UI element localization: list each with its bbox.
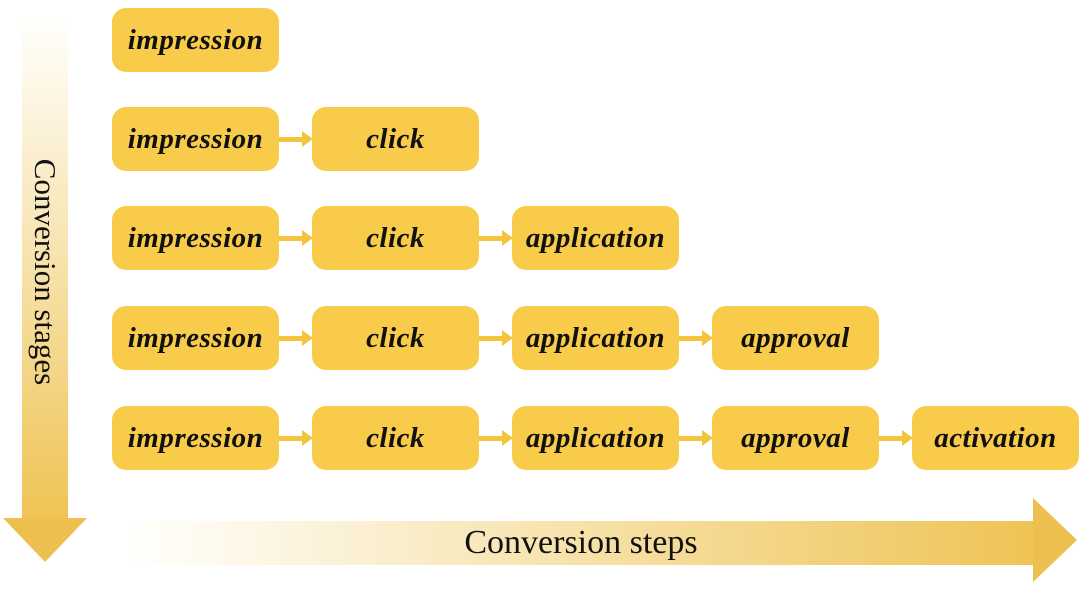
stage-box-label: application xyxy=(525,321,666,354)
stage-box-activation: activation xyxy=(912,406,1079,470)
stage-box-label: activation xyxy=(934,421,1057,454)
arrow-shaft xyxy=(679,335,703,341)
arrowhead-icon xyxy=(302,330,313,346)
arrow-shaft xyxy=(479,235,503,241)
stage-box-label: impression xyxy=(127,221,264,254)
stage-box-application: application xyxy=(512,206,679,270)
funnel-row-4: impression click application approval xyxy=(112,306,879,370)
stage-box-impression: impression xyxy=(112,107,279,171)
arrowhead-icon xyxy=(502,430,513,446)
arrow-right-icon xyxy=(479,206,513,270)
stage-box-impression: impression xyxy=(112,406,279,470)
arrow-shaft xyxy=(279,136,303,142)
arrow-right-icon xyxy=(279,206,313,270)
funnel-row-5: impression click application approval ac xyxy=(112,406,1079,470)
stage-box-approval: approval xyxy=(712,406,879,470)
arrow-shaft xyxy=(479,335,503,341)
funnel-row-2: impression click xyxy=(112,107,479,171)
stage-box-label: click xyxy=(366,221,425,254)
arrowhead-icon xyxy=(302,230,313,246)
arrow-shaft xyxy=(479,435,503,441)
stage-box-click: click xyxy=(312,406,479,470)
arrow-shaft xyxy=(279,235,303,241)
conversion-steps-axis-arrowhead-icon xyxy=(1033,498,1077,582)
arrowhead-icon xyxy=(302,430,313,446)
arrow-right-icon xyxy=(279,306,313,370)
stage-box-impression: impression xyxy=(112,8,279,72)
stage-box-label: click xyxy=(366,321,425,354)
stage-box-approval: approval xyxy=(712,306,879,370)
arrow-shaft xyxy=(879,435,903,441)
stage-box-label: click xyxy=(366,122,425,155)
funnel-row-3: impression click application xyxy=(112,206,679,270)
stage-box-impression: impression xyxy=(112,306,279,370)
conversion-steps-axis-label: Conversion steps xyxy=(464,524,698,561)
arrow-right-icon xyxy=(279,406,313,470)
arrow-right-icon xyxy=(479,406,513,470)
conversion-stages-axis-arrowhead-icon xyxy=(3,518,87,562)
arrow-right-icon xyxy=(279,107,313,171)
stage-box-label: impression xyxy=(127,122,264,155)
stage-box-click: click xyxy=(312,107,479,171)
funnel-row-1: impression xyxy=(112,8,279,72)
stage-box-label: approval xyxy=(741,321,850,354)
arrow-right-icon xyxy=(479,306,513,370)
stage-box-label: application xyxy=(525,421,666,454)
stage-box-impression: impression xyxy=(112,206,279,270)
arrow-right-icon xyxy=(679,306,713,370)
arrow-shaft xyxy=(279,435,303,441)
arrowhead-icon xyxy=(702,330,713,346)
arrowhead-icon xyxy=(902,430,913,446)
arrowhead-icon xyxy=(502,230,513,246)
arrow-right-icon xyxy=(879,406,913,470)
stage-box-label: application xyxy=(525,221,666,254)
stage-box-label: approval xyxy=(741,421,850,454)
stage-box-label: impression xyxy=(127,421,264,454)
stage-box-application: application xyxy=(512,306,679,370)
stage-box-label: click xyxy=(366,421,425,454)
arrowhead-icon xyxy=(302,131,313,147)
stage-box-application: application xyxy=(512,406,679,470)
arrow-right-icon xyxy=(679,406,713,470)
stage-box-label: impression xyxy=(127,23,264,56)
arrowhead-icon xyxy=(502,330,513,346)
arrowhead-icon xyxy=(702,430,713,446)
arrow-shaft xyxy=(679,435,703,441)
stage-box-label: impression xyxy=(127,321,264,354)
conversion-steps-axis-arrow-body: Conversion steps xyxy=(129,521,1033,565)
conversion-stages-axis-label: Conversion stages xyxy=(28,158,63,386)
stage-box-click: click xyxy=(312,206,479,270)
arrow-shaft xyxy=(279,335,303,341)
stage-box-click: click xyxy=(312,306,479,370)
conversion-stages-axis-arrow-body xyxy=(22,18,68,518)
